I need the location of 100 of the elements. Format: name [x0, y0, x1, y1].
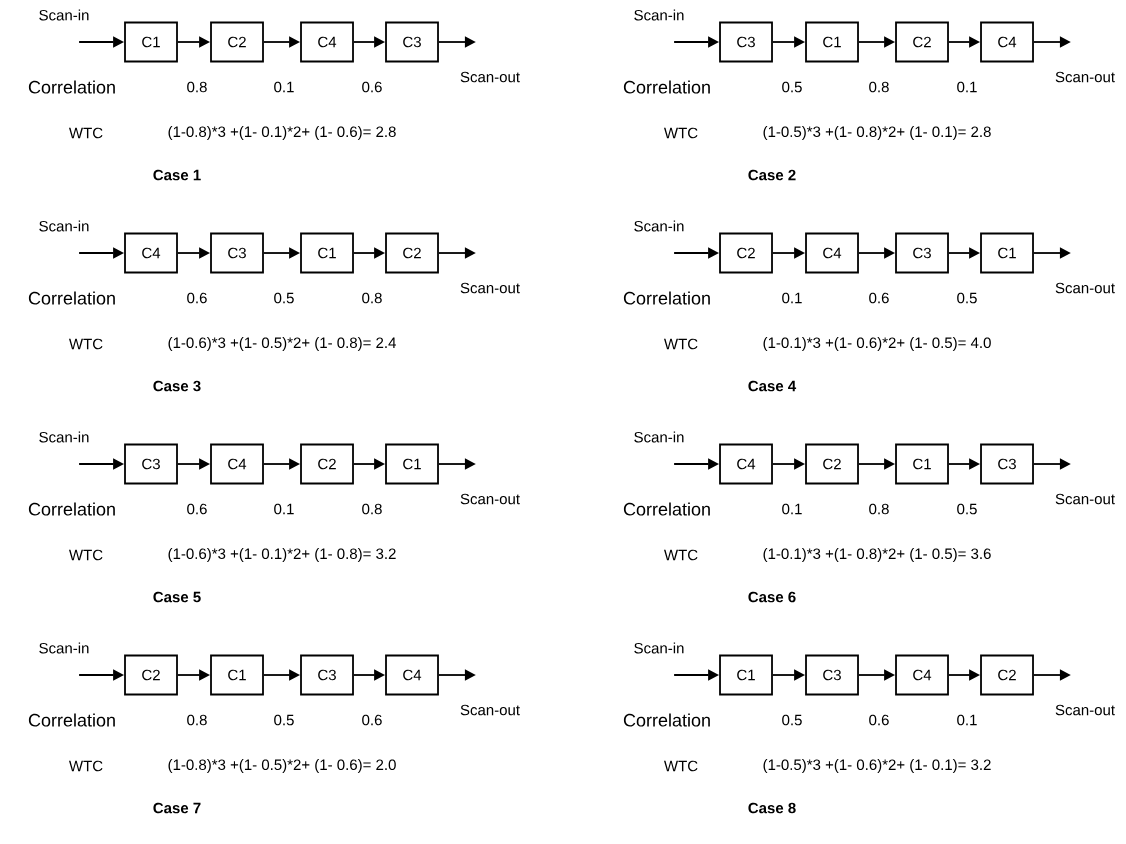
port-label: Scan-out	[460, 282, 520, 294]
block-box: C2	[385, 232, 439, 274]
row-heading: WTC	[69, 127, 103, 139]
row-heading: WTC	[664, 338, 698, 350]
port-label: Scan-in	[39, 431, 89, 443]
block-box: C4	[895, 654, 949, 696]
port-label: Scan-out	[1055, 282, 1115, 294]
correlation-value: 0.1	[274, 503, 294, 515]
case-caption: Case 7	[153, 802, 201, 814]
case-caption: Case 4	[748, 380, 797, 392]
row-heading: Correlation	[623, 80, 710, 94]
correlation-value: 0.5	[274, 292, 294, 304]
row-heading: Correlation	[28, 291, 115, 305]
block-box: C4	[300, 21, 354, 63]
block-box: C1	[210, 654, 264, 696]
port-label: Scan-out	[1055, 493, 1115, 505]
port-label: Scan-out	[460, 493, 520, 505]
correlation-value: 0.5	[957, 503, 977, 515]
port-label: Scan-in	[634, 9, 684, 21]
block-box: C2	[895, 21, 949, 63]
port-label: Scan-out	[460, 704, 520, 716]
block-box: C4	[124, 232, 178, 274]
correlation-value: 0.5	[782, 81, 802, 93]
port-label: Scan-in	[39, 642, 89, 654]
block-box: C3	[300, 654, 354, 696]
block-box: C2	[124, 654, 178, 696]
correlation-value: 0.1	[957, 81, 977, 93]
row-heading: Correlation	[623, 502, 710, 516]
correlation-value: 0.1	[274, 81, 294, 93]
correlation-value: 0.8	[869, 81, 889, 93]
row-heading: WTC	[69, 338, 103, 350]
block-box: C1	[719, 654, 773, 696]
correlation-value: 0.6	[187, 503, 207, 515]
port-label: Scan-out	[1055, 71, 1115, 83]
case-caption: Case 8	[748, 802, 796, 814]
block-box: C1	[980, 232, 1034, 274]
port-label: Scan-in	[39, 220, 89, 232]
correlation-value: 0.8	[187, 81, 207, 93]
block-box: C3	[895, 232, 949, 274]
row-heading: Correlation	[28, 502, 115, 516]
block-box: C2	[980, 654, 1034, 696]
block-box: C1	[300, 232, 354, 274]
block-box: C2	[805, 443, 859, 485]
correlation-value: 0.6	[187, 292, 207, 304]
port-label: Scan-out	[460, 71, 520, 83]
row-heading: WTC	[664, 760, 698, 772]
block-box: C3	[719, 21, 773, 63]
case-caption: Case 1	[153, 169, 201, 181]
case-caption: Case 5	[153, 591, 201, 603]
block-box: C4	[980, 21, 1034, 63]
row-heading: Correlation	[623, 291, 710, 305]
case-caption: Case 6	[748, 591, 796, 603]
port-label: Scan-in	[634, 642, 684, 654]
correlation-value: 0.8	[869, 503, 889, 515]
formula-text: (1-0.8)*3 +(1- 0.5)*2+ (1- 0.6)= 2.0	[168, 759, 396, 773]
row-heading: WTC	[664, 549, 698, 561]
port-label: Scan-in	[634, 431, 684, 443]
block-box: C2	[719, 232, 773, 274]
row-heading: Correlation	[28, 80, 115, 94]
correlation-value: 0.8	[362, 503, 382, 515]
port-label: Scan-out	[1055, 704, 1115, 716]
block-box: C1	[805, 21, 859, 63]
correlation-value: 0.5	[782, 714, 802, 726]
block-box: C1	[124, 21, 178, 63]
row-heading: Correlation	[623, 713, 710, 727]
correlation-value: 0.8	[362, 292, 382, 304]
correlation-value: 0.5	[274, 714, 294, 726]
block-box: C1	[895, 443, 949, 485]
block-box: C3	[980, 443, 1034, 485]
correlation-value: 0.1	[782, 292, 802, 304]
formula-text: (1-0.5)*3 +(1- 0.6)*2+ (1- 0.1)= 3.2	[763, 759, 991, 773]
case-caption: Case 3	[153, 380, 201, 392]
port-label: Scan-in	[634, 220, 684, 232]
correlation-value: 0.6	[362, 714, 382, 726]
block-box: C1	[385, 443, 439, 485]
block-box: C4	[210, 443, 264, 485]
block-box: C4	[385, 654, 439, 696]
formula-text: (1-0.1)*3 +(1- 0.8)*2+ (1- 0.5)= 3.6	[763, 548, 991, 562]
correlation-value: 0.6	[869, 292, 889, 304]
formula-text: (1-0.5)*3 +(1- 0.8)*2+ (1- 0.1)= 2.8	[763, 126, 991, 140]
row-heading: WTC	[69, 760, 103, 772]
block-box: C3	[210, 232, 264, 274]
correlation-value: 0.6	[362, 81, 382, 93]
formula-text: (1-0.1)*3 +(1- 0.6)*2+ (1- 0.5)= 4.0	[763, 337, 991, 351]
row-heading: Correlation	[28, 713, 115, 727]
correlation-value: 0.8	[187, 714, 207, 726]
correlation-value: 0.1	[957, 714, 977, 726]
formula-text: (1-0.8)*3 +(1- 0.1)*2+ (1- 0.6)= 2.8	[168, 126, 396, 140]
block-box: C3	[805, 654, 859, 696]
port-label: Scan-in	[39, 9, 89, 21]
case-caption: Case 2	[748, 169, 796, 181]
block-box: C2	[300, 443, 354, 485]
block-box: C2	[210, 21, 264, 63]
row-heading: WTC	[69, 549, 103, 561]
formula-text: (1-0.6)*3 +(1- 0.1)*2+ (1- 0.8)= 3.2	[168, 548, 396, 562]
formula-text: (1-0.6)*3 +(1- 0.5)*2+ (1- 0.8)= 2.4	[168, 337, 396, 351]
block-box: C4	[805, 232, 859, 274]
correlation-value: 0.5	[957, 292, 977, 304]
block-box: C3	[124, 443, 178, 485]
correlation-value: 0.6	[869, 714, 889, 726]
